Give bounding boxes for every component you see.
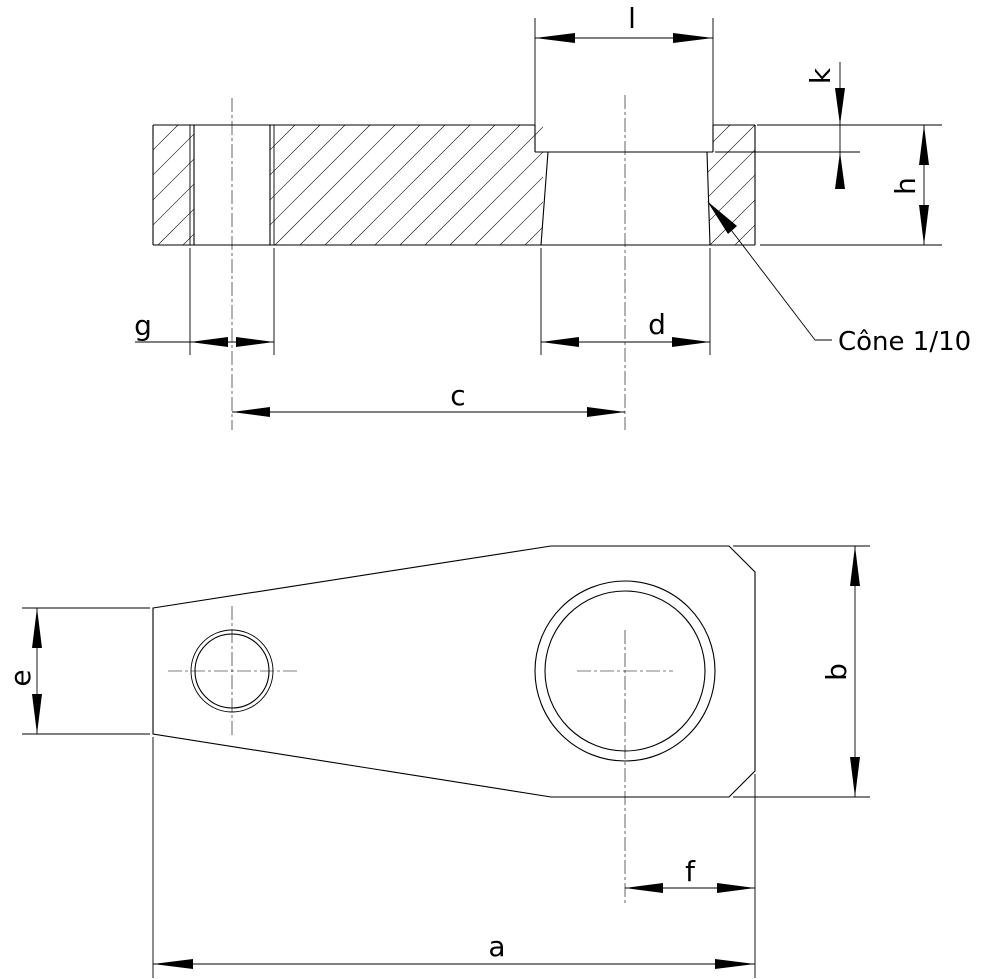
dimension-label-g: g bbox=[134, 309, 152, 342]
hatch-line bbox=[153, 133, 194, 176]
hatch-line bbox=[449, 151, 543, 245]
hatch-line bbox=[324, 125, 446, 245]
dimension-label-d: d bbox=[648, 308, 666, 341]
hatch-line bbox=[760, 125, 880, 245]
arrowhead bbox=[717, 883, 755, 893]
dimension-f: f bbox=[625, 774, 756, 978]
hatch-line bbox=[153, 125, 154, 126]
hatch-line bbox=[270, 125, 346, 201]
hatch-line bbox=[707, 125, 755, 245]
hatch-line bbox=[707, 125, 755, 245]
dimension-label-b: b bbox=[820, 663, 853, 681]
cone-leader: Cône 1/10 bbox=[707, 201, 971, 357]
hatch-line bbox=[270, 125, 296, 151]
arrowhead bbox=[850, 757, 860, 797]
arrowhead bbox=[232, 407, 270, 417]
part-outline bbox=[152, 545, 756, 798]
hatch-line bbox=[349, 125, 471, 245]
hatch-line bbox=[707, 125, 731, 245]
arrowhead bbox=[673, 33, 713, 43]
dimension-l: l bbox=[534, 2, 714, 125]
hatch-line bbox=[600, 125, 720, 245]
arrowhead bbox=[535, 33, 575, 43]
hatch-line bbox=[153, 183, 194, 226]
dimension-b: b bbox=[733, 545, 870, 798]
hatch-line bbox=[550, 125, 670, 245]
dimension-a: a bbox=[152, 737, 755, 978]
dimension-label-h: h bbox=[889, 177, 922, 195]
dimension-e: e bbox=[4, 607, 150, 735]
arrowhead bbox=[919, 125, 929, 165]
hatch-line bbox=[270, 125, 371, 226]
hatch-line bbox=[270, 125, 321, 176]
hatch-line bbox=[575, 125, 695, 245]
large-bore-counterbore bbox=[534, 580, 716, 762]
dimension-h: h bbox=[760, 124, 942, 246]
arrowhead bbox=[672, 337, 710, 347]
arrowhead bbox=[850, 546, 860, 586]
dimension-c: c bbox=[232, 379, 625, 417]
dimension-label-c: c bbox=[450, 379, 465, 412]
arrowhead bbox=[541, 337, 579, 347]
arrowhead bbox=[707, 201, 737, 234]
arrowhead bbox=[835, 152, 845, 189]
hatch-line bbox=[399, 125, 521, 245]
hatch-line bbox=[374, 125, 496, 245]
hatch-line bbox=[299, 125, 421, 245]
arrowhead bbox=[587, 407, 625, 417]
section-outline bbox=[152, 124, 756, 246]
arrowhead bbox=[32, 608, 42, 648]
cone-note: Cône 1/10 bbox=[838, 327, 971, 357]
hatch-line bbox=[474, 176, 543, 245]
arrowhead bbox=[919, 205, 929, 245]
hatch-line bbox=[157, 208, 194, 245]
section-view: l k h Cône 1/10 bbox=[134, 2, 971, 430]
plan-view: e b f a bbox=[4, 545, 870, 978]
hatch-line bbox=[785, 125, 905, 245]
dimension-label-k: k bbox=[804, 67, 837, 84]
dimension-g: g bbox=[134, 248, 275, 355]
hatch-line bbox=[650, 125, 770, 245]
hatch-line bbox=[153, 125, 179, 151]
dimension-k: k bbox=[715, 62, 860, 189]
arrowhead bbox=[835, 88, 845, 125]
arrowhead bbox=[190, 337, 228, 347]
dimension-label-a: a bbox=[488, 930, 505, 963]
dimension-d: d bbox=[540, 248, 711, 355]
hatch-line bbox=[153, 158, 194, 201]
hatch-line bbox=[524, 226, 543, 245]
dimension-label-l: l bbox=[628, 2, 636, 35]
hatch-line bbox=[499, 201, 543, 245]
arrowhead bbox=[715, 959, 755, 969]
arrowhead bbox=[236, 337, 274, 347]
hatch-line bbox=[585, 125, 705, 245]
dimension-label-e: e bbox=[4, 669, 37, 686]
dimension-label-f: f bbox=[685, 855, 696, 888]
hatch-line bbox=[424, 126, 543, 245]
arrowhead bbox=[32, 694, 42, 734]
arrowhead bbox=[153, 959, 193, 969]
hatch-line bbox=[274, 125, 396, 245]
hatch-line bbox=[707, 125, 755, 245]
arrowhead bbox=[625, 883, 663, 893]
